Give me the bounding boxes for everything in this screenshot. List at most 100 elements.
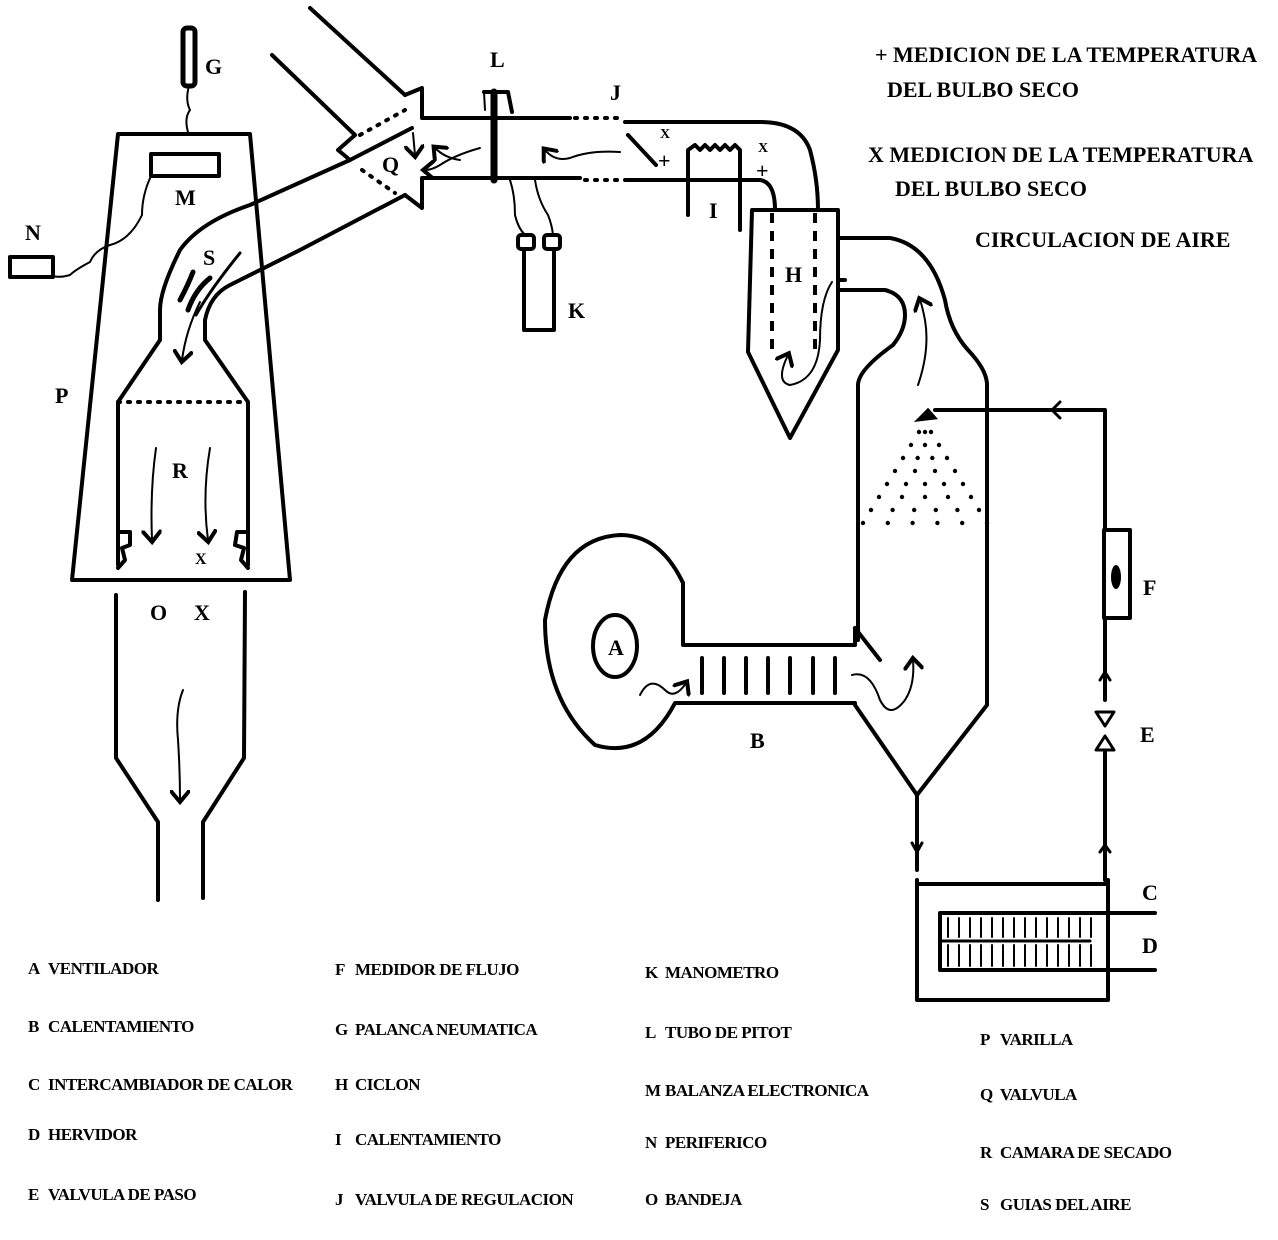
legend-key: C (28, 1075, 40, 1094)
peripheral-n (8, 255, 55, 279)
droplet (936, 442, 942, 448)
flow-meter-f (1102, 528, 1132, 620)
label-j: J (610, 80, 621, 105)
air-guides-s (180, 251, 242, 360)
legend-text: CICLON (355, 1075, 421, 1094)
spray-droplets (860, 429, 990, 526)
legend-text: CAMARA DE SECADO (1000, 1143, 1172, 1162)
droplet (860, 520, 866, 526)
droplet (903, 481, 909, 487)
legend-key: A (28, 959, 41, 978)
droplet (908, 442, 914, 448)
note-dry-bulb-x-2: DEL BULBO SECO (895, 176, 1087, 201)
droplet (916, 429, 922, 435)
droplet (922, 442, 928, 448)
label-s: S (203, 245, 215, 270)
legend-text: VARILLA (1000, 1030, 1074, 1049)
liquid-loop (910, 400, 1112, 882)
label-r: R (172, 458, 189, 483)
heater-b (700, 656, 837, 695)
label-o: O (150, 600, 167, 625)
label-d: D (1142, 933, 1158, 958)
legend-text: VALVULA DE PASO (48, 1185, 196, 1204)
droplet (915, 455, 920, 461)
x-mark-1: X (660, 127, 670, 142)
label-g: G (205, 54, 222, 79)
droplet (960, 481, 966, 487)
legend-item-c: C INTERCAMBIADOR DE CALOR (28, 1075, 294, 1094)
droplet (984, 520, 990, 526)
legend-text: PERIFERICO (665, 1133, 767, 1152)
x-mark-tray: X (194, 600, 210, 625)
droplet (941, 481, 947, 487)
legend-key: O (645, 1190, 658, 1209)
label-c: C (1142, 880, 1158, 905)
top-duct (498, 116, 820, 212)
rod-frame-p (70, 132, 292, 582)
legend-text: INTERCAMBIADOR DE CALOR (48, 1075, 294, 1094)
valve-q (336, 86, 502, 210)
note-dry-bulb-x: X MEDICION DE LA TEMPERATURA (868, 142, 1254, 167)
inlet-duct (116, 158, 407, 404)
legend-text: CALENTAMIENTO (48, 1017, 194, 1036)
manometer-k (516, 233, 562, 332)
droplet (944, 455, 950, 461)
x-mark-chamber: X (195, 551, 207, 568)
legend-key: L (645, 1023, 656, 1042)
legend-key: S (980, 1195, 989, 1214)
legend-text: MEDIDOR DE FLUJO (355, 960, 519, 979)
label-q: Q (382, 152, 399, 177)
legend-key: J (335, 1190, 344, 1209)
droplet (930, 455, 935, 461)
legend-text: MANOMETRO (665, 963, 779, 982)
legend-key: D (28, 1125, 40, 1144)
droplet (885, 520, 890, 526)
label-i: I (709, 198, 718, 223)
legend-key: M (645, 1081, 661, 1100)
spray-tower (836, 236, 989, 872)
note-air-circulation: CIRCULACION DE AIRE (975, 227, 1230, 252)
legend-key: E (28, 1185, 39, 1204)
drying-chamber-r (116, 400, 250, 582)
legend-item-d: D HERVIDOR (28, 1125, 139, 1144)
airflow-arrow-heater (851, 660, 913, 711)
measurement-notes: + MEDICION DE LA TEMPERATURA DEL BULBO S… (868, 42, 1257, 252)
droplet (912, 468, 918, 474)
droplet (952, 468, 958, 474)
label-m: M (175, 185, 196, 210)
note-dry-bulb-plus-2: DEL BULBO SECO (887, 77, 1079, 102)
legend-text: HERVIDOR (48, 1125, 138, 1144)
valve-e (1094, 710, 1116, 752)
legend-text: TUBO DE PITOT (665, 1023, 793, 1042)
airflow-arrow-fan (639, 683, 686, 695)
label-b: B (750, 728, 765, 753)
legend-key: F (335, 960, 345, 979)
legend-key: B (28, 1017, 39, 1036)
legend-item-e: E VALVULA DE PASO (28, 1185, 197, 1204)
pneumatic-lever-g (180, 25, 198, 133)
legend-key: N (645, 1133, 658, 1152)
x-mark-2: X (758, 141, 768, 156)
legend-item-l: L TUBO DE PITOT (645, 1023, 793, 1042)
cyclone-h (746, 208, 847, 440)
droplet (960, 520, 965, 526)
heater-i (686, 143, 742, 232)
pitot-tube-l (482, 88, 554, 236)
label-n: N (25, 220, 41, 245)
legend-text: VALVULA (1000, 1085, 1078, 1104)
regulating-valve-j (626, 133, 658, 167)
fan-a (543, 533, 857, 751)
droplet (890, 507, 895, 513)
label-l: L (490, 47, 505, 72)
legend-text: BALANZA ELECTRONICA (665, 1081, 870, 1100)
